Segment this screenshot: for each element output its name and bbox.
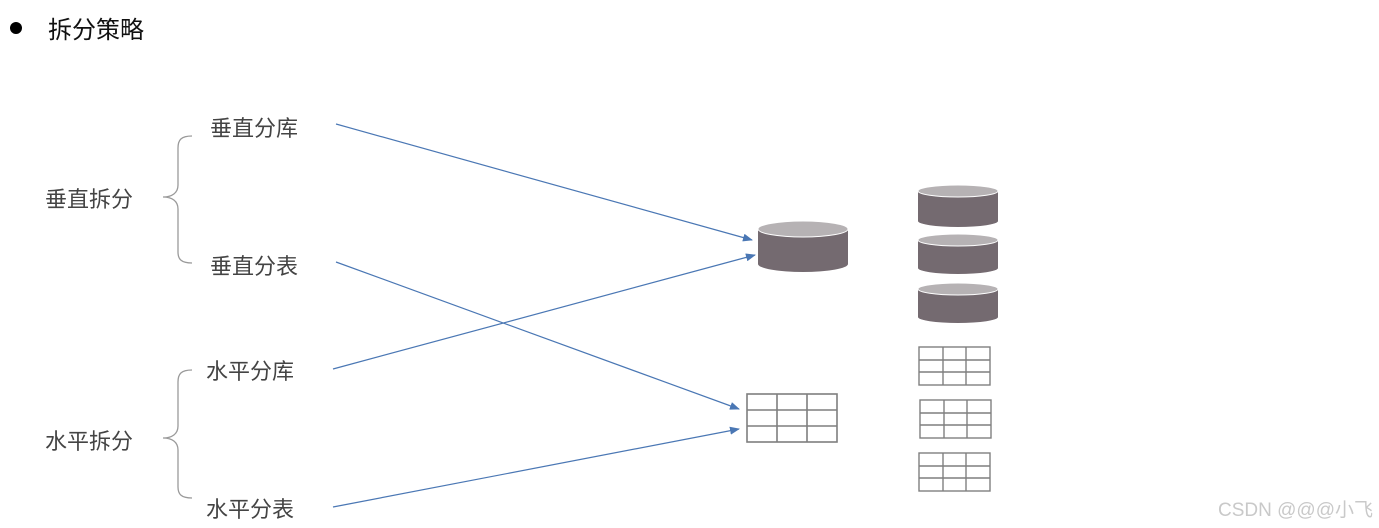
horizontal-table-label: 水平分表 [206, 498, 295, 523]
vertical-table-label: 垂直分表 [210, 255, 299, 280]
arrow-vertical-db [335, 123, 753, 242]
vertical-split-label: 垂直拆分 [45, 188, 134, 213]
vertical-db-label: 垂直分库 [210, 117, 299, 142]
vertical-bracket [162, 135, 193, 264]
database-icon [757, 220, 849, 272]
heading-text: 拆分策略 [48, 16, 144, 44]
section-heading: 拆分策略 [10, 10, 144, 45]
bullet-icon [10, 21, 22, 34]
database-icon [917, 233, 999, 274]
database-icon [917, 184, 999, 227]
watermark: CSDN @@@小飞 [1218, 500, 1373, 521]
database-icon [917, 282, 999, 323]
horizontal-bracket [162, 369, 193, 499]
table-grid-icon [918, 346, 991, 386]
table-grid-icon [919, 399, 992, 439]
horizontal-split-label: 水平拆分 [45, 430, 134, 455]
table-grid-icon [918, 452, 991, 492]
table-grid-icon [746, 393, 838, 443]
arrow-vertical-table [335, 261, 740, 410]
horizontal-db-label: 水平分库 [206, 360, 295, 385]
arrow-horizontal-table [332, 426, 740, 508]
arrow-horizontal-db [332, 253, 756, 370]
